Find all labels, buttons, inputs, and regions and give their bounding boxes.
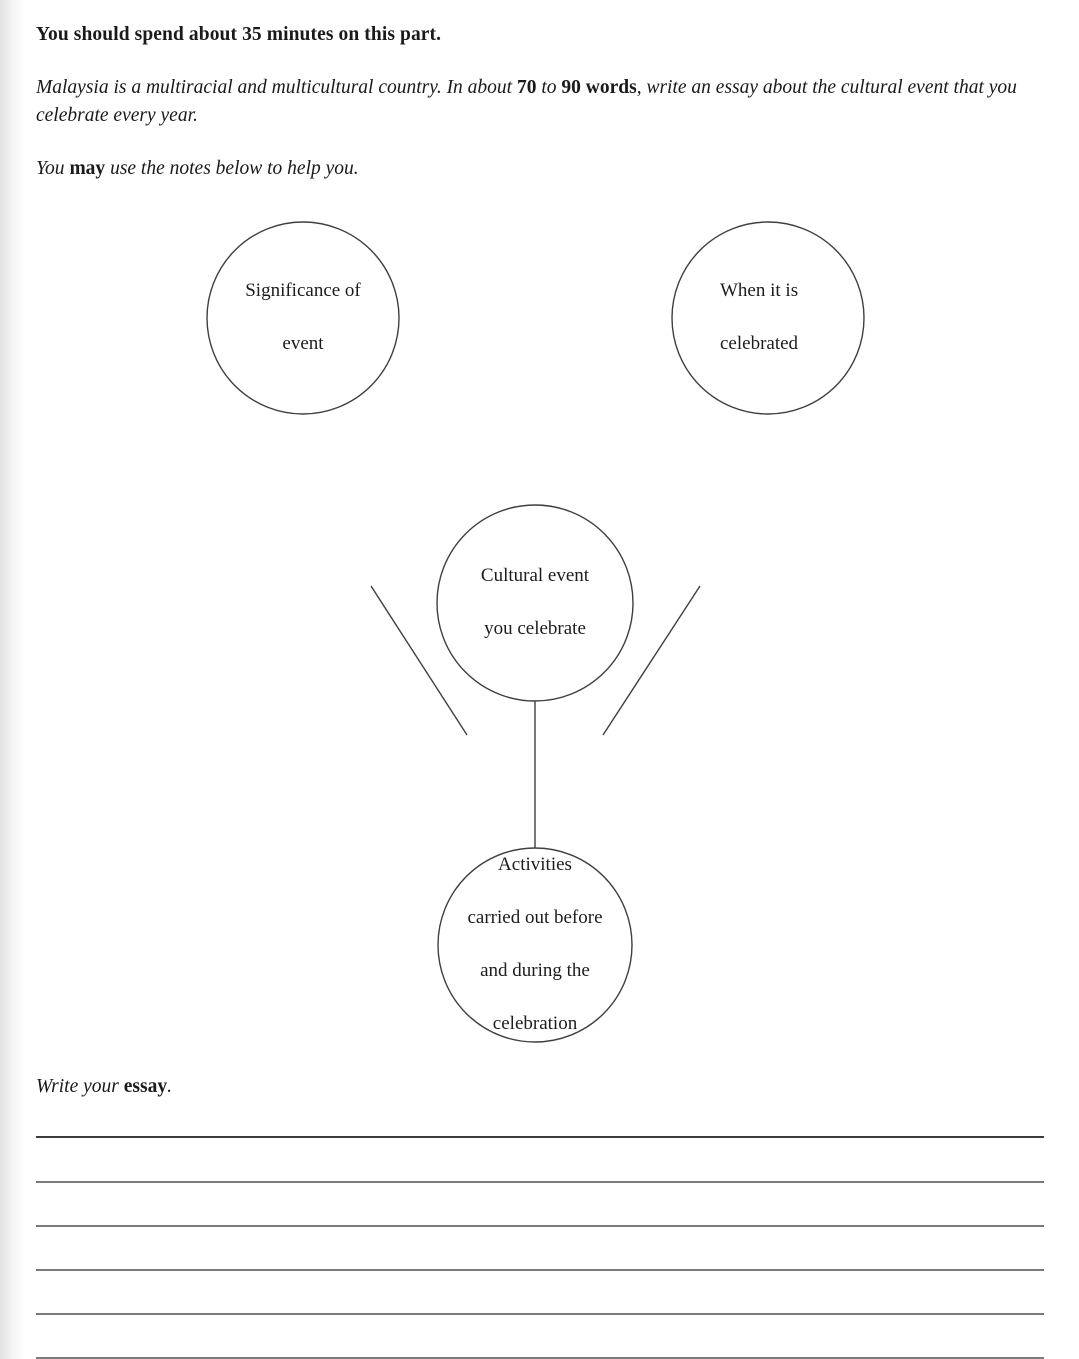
bubble-activities[interactable] [437, 847, 633, 1043]
bubble-when-it-is-celebrated[interactable] [671, 221, 865, 415]
answer-line[interactable] [36, 1181, 1044, 1183]
instructions-block: You should spend about 35 minutes on thi… [36, 22, 1026, 183]
notes-hint-segment-1: You [36, 158, 70, 179]
answer-line[interactable] [36, 1269, 1044, 1271]
write-essay-instruction: Write your essay. [36, 1074, 172, 1100]
bubble-line-2: carried out before [467, 907, 603, 929]
bubble-map-diagram: Significance of event When it is celebra… [0, 200, 1079, 1070]
bubble-line-1: Significance of [245, 280, 361, 302]
answer-line[interactable] [36, 1313, 1044, 1315]
essay-prompt-paragraph: Malaysia is a multiracial and multicultu… [36, 74, 1026, 130]
write-essay-segment-2: . [167, 1076, 172, 1097]
notes-hint-emphasis: may [69, 158, 106, 179]
prompt-segment-2: to [536, 77, 562, 98]
bubble-map-svg [206, 221, 865, 1043]
answer-line[interactable] [36, 1357, 1044, 1359]
bubble-line-3: and during the [480, 960, 590, 982]
bubble-label-significance-of-event: Significance of event [207, 278, 399, 358]
prompt-word-count-min: 70 [516, 77, 537, 98]
bubble-line-4: celebration [492, 1013, 578, 1035]
bubble-cultural-event-you-celebrate[interactable] [436, 504, 634, 702]
connector-when-to-center [602, 585, 701, 736]
bubble-line-2: you celebrate [484, 618, 586, 640]
bubble-label-activities: Activities carried out before and during… [437, 854, 633, 1034]
prompt-segment-1: Malaysia is a multiracial and multicultu… [36, 77, 517, 98]
bubble-significance-of-event[interactable] [206, 221, 400, 415]
notes-hint-segment-2: use the notes below to help you. [105, 158, 359, 179]
bubble-line-1: When it is [720, 280, 799, 302]
bubble-line-1: Activities [498, 854, 572, 876]
bubble-label-cultural-event-you-celebrate: Cultural event you celebrate [437, 563, 633, 643]
bubble-line-1: Cultural event [480, 565, 590, 587]
page-heading: You should spend about 35 minutes on thi… [36, 24, 442, 45]
write-essay-segment-1: Write your [36, 1076, 124, 1097]
bubble-line-2: event [282, 333, 324, 355]
prompt-segment-3: , write an essay about the cultural even… [36, 77, 1017, 126]
connector-significance-to-center [370, 585, 468, 736]
answer-line[interactable] [36, 1136, 1044, 1138]
answer-line[interactable] [36, 1225, 1044, 1227]
prompt-word-count-max: 90 words [561, 77, 637, 98]
bubble-label-when-it-is-celebrated: When it is celebrated [720, 278, 880, 358]
write-essay-emphasis: essay [123, 1076, 168, 1097]
bubble-line-2: celebrated [720, 333, 799, 355]
notes-hint-paragraph: You may use the notes below to help you. [36, 155, 1026, 183]
